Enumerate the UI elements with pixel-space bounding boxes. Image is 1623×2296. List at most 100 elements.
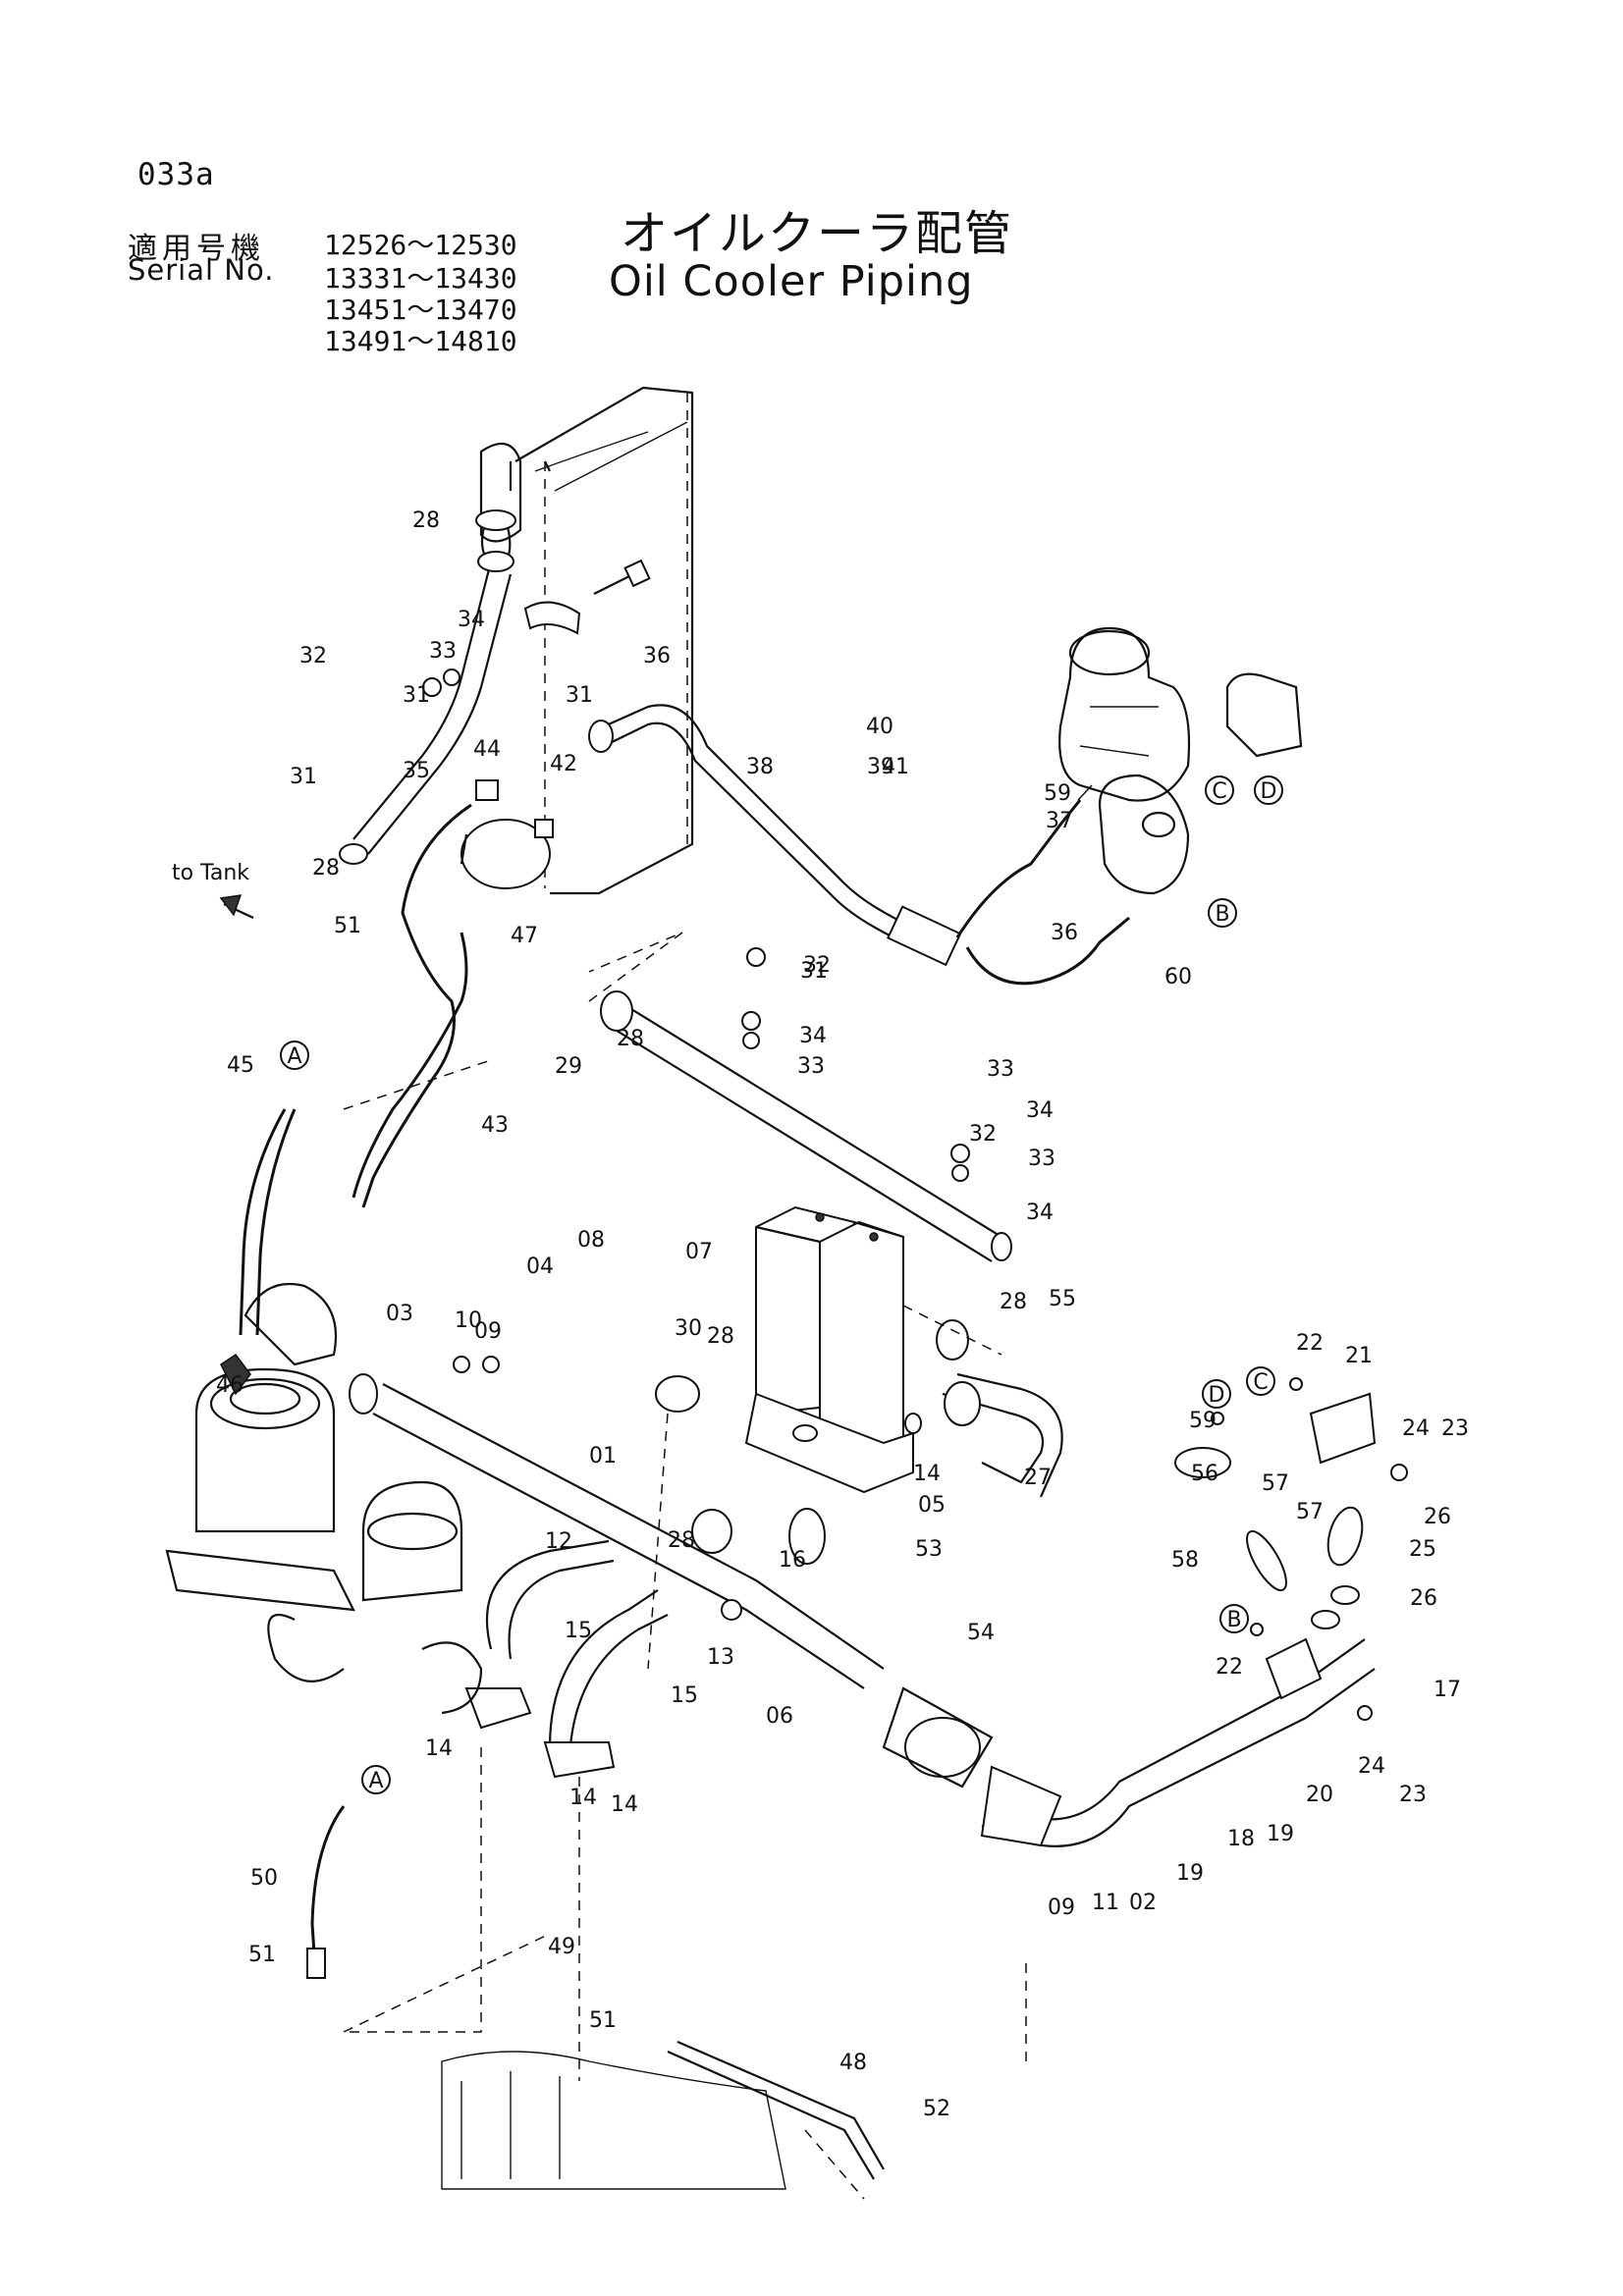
part-callout-51: 51 (589, 2008, 617, 2033)
pipe-37 (588, 704, 962, 967)
part-callout-03: 03 (386, 1302, 413, 1326)
filter-46 (460, 779, 554, 889)
marker-d: D (1261, 779, 1277, 804)
part-callout-25: 25 (1409, 1537, 1436, 1562)
part-callout-41: 41 (882, 755, 909, 779)
part-callout-37: 37 (1046, 809, 1073, 833)
part-callout-31: 31 (566, 683, 593, 708)
part-callout-04: 04 (526, 1255, 554, 1279)
marker-c: C (1253, 1370, 1268, 1395)
pipe-29 (600, 990, 1012, 1262)
part-callout-30: 30 (675, 1316, 702, 1341)
marker-a: A (287, 1044, 301, 1069)
to-tank-label: to Tank (172, 861, 249, 885)
part-callout-10: 10 (455, 1308, 482, 1333)
hose-44 (239, 1108, 297, 1336)
part-callout-33: 33 (429, 639, 457, 664)
hydraulic-pump (165, 1282, 483, 1715)
part-callout-31: 31 (290, 765, 317, 789)
part-callout-20: 20 (1306, 1783, 1333, 1807)
part-callout-34: 34 (1026, 1098, 1054, 1123)
marker-b: B (1226, 1608, 1241, 1632)
part-callout-52: 52 (923, 2097, 950, 2121)
part-callout-09: 09 (474, 1319, 502, 1344)
part-callout-42: 42 (550, 752, 577, 776)
part-callout-43: 43 (481, 1113, 509, 1138)
part-callout-58: 58 (1171, 1548, 1199, 1573)
part-callout-23: 23 (1399, 1783, 1427, 1807)
part-callout-06: 06 (766, 1704, 793, 1729)
part-callout-24: 24 (1402, 1416, 1430, 1441)
part-callout-57: 57 (1296, 1500, 1324, 1524)
part-callout-15: 15 (671, 1683, 698, 1708)
pipe-30 (339, 509, 516, 865)
part-callout-35: 35 (403, 759, 430, 783)
hose-42 (352, 803, 472, 1208)
part-callout-51: 51 (334, 914, 361, 938)
part-callout-09: 09 (1048, 1896, 1075, 1920)
part-callout-13: 13 (707, 1645, 734, 1670)
part-callout-08: 08 (577, 1228, 605, 1253)
part-callout-53: 53 (915, 1537, 943, 1562)
marker-d: D (1209, 1383, 1225, 1408)
part-callout-59: 59 (1189, 1409, 1217, 1433)
part-callout-26: 26 (1424, 1505, 1451, 1529)
part-callout-02: 02 (1129, 1891, 1157, 1915)
part-callout-14: 14 (425, 1736, 453, 1761)
part-callout-07: 07 (685, 1240, 713, 1264)
oil-cooler-07 (744, 1205, 914, 1494)
part-callout-48: 48 (839, 2051, 867, 2075)
part-callout-19: 19 (1267, 1822, 1294, 1846)
serial-label-jp: 適用号機 (128, 232, 265, 266)
hose-47 (667, 2040, 885, 2180)
pipe-02 (882, 1638, 1376, 1847)
part-callout-32: 32 (299, 644, 327, 668)
serial-range: 13451～13470 (324, 294, 517, 326)
block-21 (1309, 1392, 1377, 1465)
part-callout-28: 28 (668, 1528, 695, 1553)
part-callout-56: 56 (1191, 1462, 1218, 1486)
page-code: 033a (137, 157, 215, 192)
serial-range: 13331～13430 (324, 262, 517, 294)
engine-pump (1058, 626, 1303, 895)
marker-b: B (1215, 902, 1229, 927)
part-callout-24: 24 (1358, 1754, 1385, 1779)
hoses-36 (955, 784, 1130, 986)
part-callout-01: 01 (589, 1444, 617, 1468)
part-callout-36: 36 (643, 644, 671, 668)
part-callout-32: 32 (803, 953, 831, 978)
part-callout-38: 38 (746, 755, 774, 779)
part-callout-34: 34 (458, 608, 485, 632)
part-callout-45: 45 (227, 1053, 254, 1078)
part-callout-28: 28 (1000, 1290, 1027, 1314)
part-callout-14: 14 (611, 1792, 638, 1817)
part-callout-40: 40 (866, 715, 893, 739)
title-en: Oil Cooler Piping (609, 257, 974, 306)
connection-markers (280, 775, 1283, 1794)
part-callout-60: 60 (1164, 965, 1192, 989)
part-callout-22: 22 (1216, 1655, 1243, 1680)
part-callout-39: 39 (867, 755, 894, 779)
part-callout-17: 17 (1434, 1678, 1461, 1702)
serial-label-en: Serial No. (128, 253, 275, 287)
part-callout-27: 27 (1024, 1466, 1052, 1490)
fittings (220, 668, 1408, 1721)
bolt-35 (593, 559, 651, 595)
part-callout-50: 50 (250, 1866, 278, 1891)
part-callout-18: 18 (1227, 1827, 1255, 1851)
part-callout-19: 19 (1176, 1861, 1204, 1886)
clamp-31 (523, 601, 581, 635)
part-callout-33: 33 (987, 1057, 1014, 1082)
connector-20 (1265, 1637, 1323, 1700)
part-callout-47: 47 (511, 924, 538, 948)
part-callout-05: 05 (918, 1493, 946, 1518)
part-callout-46: 46 (216, 1373, 243, 1398)
hose-49 (306, 1805, 346, 1979)
part-callout-21: 21 (1345, 1344, 1373, 1368)
assembly-leaders (343, 932, 1027, 2200)
part-callout-34: 34 (799, 1024, 827, 1048)
marker-c: C (1212, 779, 1226, 804)
part-callout-57: 57 (1262, 1471, 1289, 1496)
